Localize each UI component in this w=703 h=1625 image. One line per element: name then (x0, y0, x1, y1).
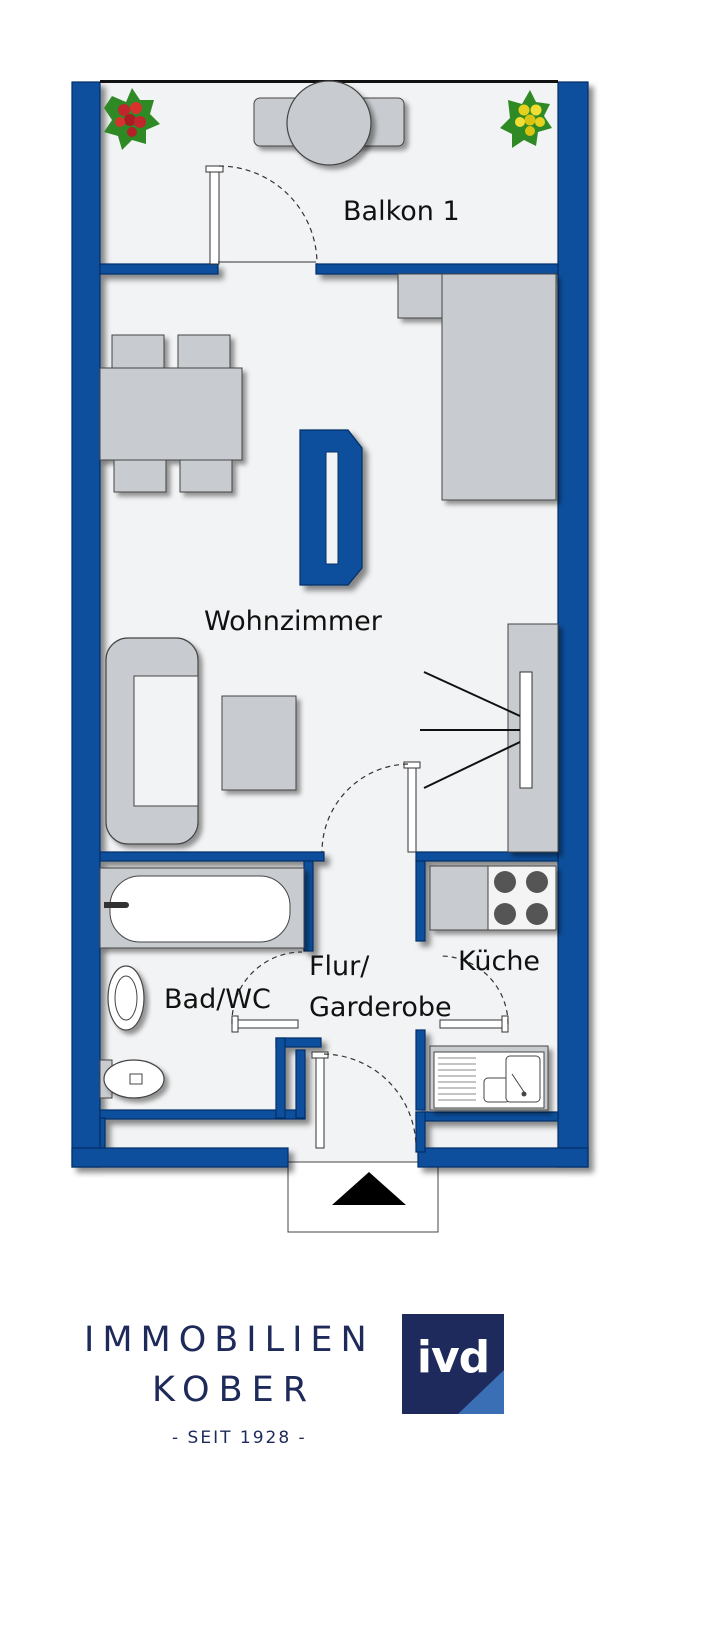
brand-name-line2: KOBER (152, 1370, 317, 1410)
bed (397, 273, 557, 501)
ivd-logo-badge (402, 1314, 504, 1414)
ivd-logo-text: ivd (416, 1332, 490, 1383)
stove (429, 865, 557, 931)
bathtub (99, 867, 305, 949)
toilet (99, 1059, 165, 1099)
room-label-kitchen: Küche (458, 946, 541, 977)
brand-since: - SEIT 1928 - (172, 1428, 307, 1448)
living-room-door (321, 761, 421, 853)
sink (429, 1045, 549, 1111)
entrance-arrow-icon (332, 1172, 406, 1205)
entrance-door (311, 1051, 417, 1149)
flower-icon (104, 88, 160, 150)
sofa (105, 637, 199, 845)
room-label-bathroom: Bad/WC (164, 984, 271, 1015)
washbasin (107, 965, 145, 1031)
balcony-door (205, 165, 318, 265)
flower-icon (500, 90, 552, 148)
walls (71, 81, 589, 1168)
coffee-table (221, 695, 297, 791)
room-label-hallway-line2: Garderobe (309, 992, 452, 1023)
balcony-furniture (100, 80, 558, 166)
room-label-living-room: Wohnzimmer (204, 606, 382, 637)
kitchen-door (439, 955, 509, 1033)
room-label-hallway-line1: Flur/ (309, 951, 370, 982)
brand-name-line1: IMMOBILIEN (84, 1320, 375, 1360)
wardrobe (420, 623, 559, 853)
bathroom-door (231, 951, 303, 1033)
dining-table (99, 334, 243, 493)
room-label-balcony: Balkon 1 (343, 196, 460, 227)
